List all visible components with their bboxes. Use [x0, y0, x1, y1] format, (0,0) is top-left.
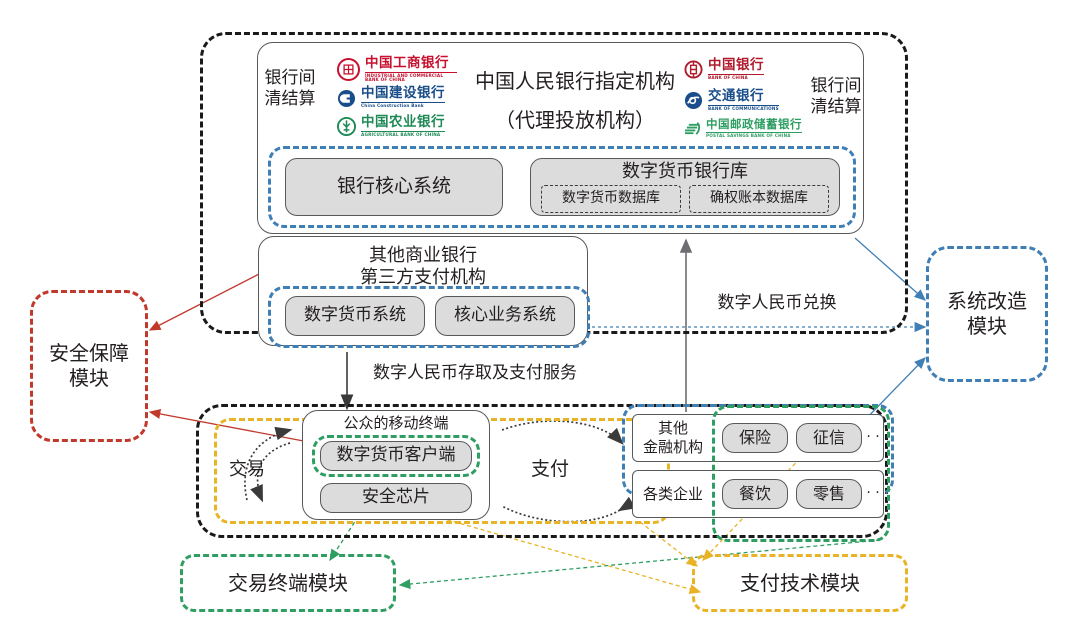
- credit-reporting-box[interactable]: 征信: [796, 423, 862, 453]
- financial-ellipsis: · ·: [866, 429, 880, 446]
- bank-name-cn: 中国银行: [708, 56, 764, 73]
- psbc-logo: [684, 121, 701, 138]
- public-and-merchant-outer: [196, 404, 888, 538]
- insurance-box[interactable]: 保险: [722, 423, 788, 453]
- icbc-logo: [337, 58, 360, 81]
- bank-name-en: AGRICULTURAL BANK OF CHINA: [361, 130, 445, 137]
- secure-chip-box[interactable]: 安全芯片: [320, 483, 472, 513]
- bank-name-en: INDUSTRIAL AND COMMERCIAL BANK OF CHINA: [365, 71, 457, 82]
- bank-logo-row: 中国银行 BANK OF CHINA: [684, 56, 814, 83]
- digital-currency-vault-title: 数字货币银行库: [622, 160, 748, 182]
- bank-logos-right: 中国银行 BANK OF CHINA 交通银行 BANK OF COMMUNIC…: [684, 56, 814, 140]
- other-financial-institutions-label: 其他 金融机构: [642, 419, 703, 456]
- digital-currency-client-box[interactable]: 数字货币客户端: [320, 441, 472, 471]
- enterprises-label: 各类企业: [642, 484, 703, 503]
- digital-rmb-exchange-label: 数字人民币兑换: [717, 293, 837, 314]
- enterprises-ellipsis: · ·: [866, 485, 880, 502]
- transaction-label: 交易: [229, 458, 265, 480]
- bank-name-en: POSTAL SAVINGS BANK OF CHINA: [706, 132, 802, 138]
- bank-name-cn: 中国工商银行: [365, 54, 449, 71]
- page-subtitle: （代理投放机构）: [495, 108, 655, 132]
- payment-label: 支付: [530, 458, 569, 481]
- pboc-title-block: 中国人民银行指定机构 （代理投放机构）: [465, 62, 685, 140]
- boc-logo: [684, 60, 703, 79]
- transaction-terminal-module[interactable]: 交易终端模块: [180, 554, 396, 612]
- digital-currency-vault-box[interactable]: 数字货币银行库 数字货币数据库 确权账本数据库: [530, 158, 840, 216]
- digital-currency-system-box[interactable]: 数字货币系统: [285, 296, 425, 336]
- ccb-logo: [337, 89, 356, 108]
- bank-logo-row: 交通银行 BANK OF COMMUNICATIONS: [684, 87, 814, 114]
- bank-systems-dashed-group: [268, 146, 856, 228]
- bank-logo-row: 中国邮政储蓄银行 POSTAL SAVINGS BANK OF CHINA: [684, 118, 814, 140]
- abc-logo: [337, 117, 356, 136]
- payment-technology-module[interactable]: 支付技术模块: [692, 554, 908, 612]
- digital-rmb-deposit-payment-label: 数字人民币存取及支付服务: [373, 363, 577, 384]
- bank-name-en: BANK OF COMMUNICATIONS: [708, 104, 779, 111]
- bank-name-cn: 中国建设银行: [361, 85, 445, 102]
- other-banks-systems-dashed-group: [268, 286, 590, 348]
- interbank-settlement-label-left: 银行间 清结算: [264, 67, 316, 109]
- bank-core-system-box[interactable]: 银行核心系统: [285, 158, 503, 216]
- core-business-system-box[interactable]: 核心业务系统: [435, 296, 575, 336]
- bank-name-en: China Construction Bank: [361, 102, 445, 108]
- merchant-chips-dashed-group: [712, 405, 890, 542]
- bank-name-en: BANK OF CHINA: [708, 73, 764, 80]
- digital-currency-client-dashed-group: [312, 435, 480, 477]
- security-assurance-module[interactable]: 安全保障 模块: [30, 290, 148, 442]
- public-mobile-terminal-title: 公众的移动终端: [343, 413, 449, 432]
- bank-name-cn: 中国农业银行: [361, 113, 445, 130]
- digital-currency-database-box[interactable]: 数字货币数据库: [541, 185, 681, 213]
- bank-logo-row: 中国农业银行 AGRICULTURAL BANK OF CHINA: [337, 113, 457, 140]
- retail-box[interactable]: 零售: [796, 479, 862, 509]
- bank-logo-row: 中国工商银行 INDUSTRIAL AND COMMERCIAL BANK OF…: [337, 56, 457, 83]
- system-reform-module[interactable]: 系统改造 模块: [926, 246, 1048, 382]
- bank-name-cn: 交通银行: [708, 87, 764, 104]
- bank-logo-row: 中国建设银行 China Construction Bank: [337, 85, 457, 112]
- bank-logos-left: 中国工商银行 INDUSTRIAL AND COMMERCIAL BANK OF…: [337, 56, 457, 140]
- page-title: 中国人民银行指定机构: [475, 69, 675, 93]
- catering-box[interactable]: 餐饮: [722, 479, 788, 509]
- bocom-logo: [684, 91, 703, 110]
- ownership-ledger-database-box[interactable]: 确权账本数据库: [689, 185, 829, 213]
- bank-name-cn: 中国邮政储蓄银行: [706, 117, 802, 132]
- other-commercial-banks-title: 其他商业银行 第三方支付机构: [360, 244, 486, 289]
- interbank-settlement-label-right: 银行间 清结算: [810, 75, 862, 117]
